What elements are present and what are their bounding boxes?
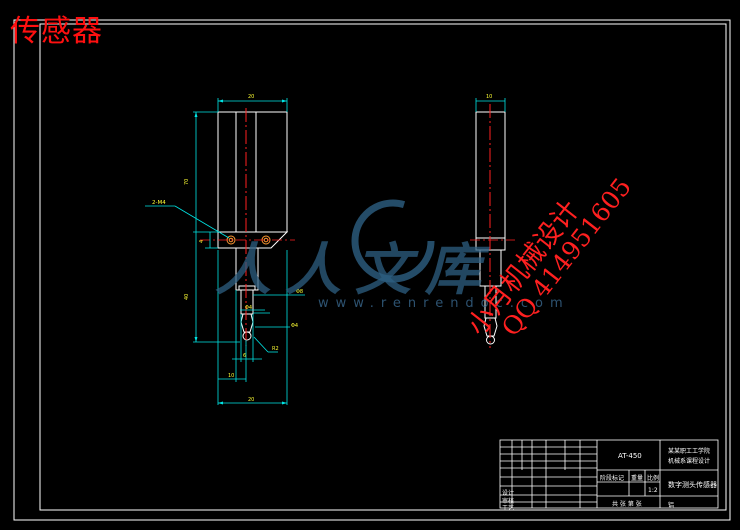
scale-value: 1:2 — [648, 487, 658, 494]
svg-text:40: 40 — [184, 294, 190, 300]
side-dimensions — [475, 98, 506, 112]
svg-text:Φ4: Φ4 — [245, 305, 252, 311]
svg-text:Φ4: Φ4 — [291, 323, 298, 329]
probe-ball — [242, 331, 252, 341]
drawing-code: AT-450 — [618, 452, 642, 460]
label-weight: 重量 — [631, 475, 644, 482]
sheet-count: 共 张 第 张 — [612, 501, 642, 508]
label-stage: 阶段标记 — [600, 475, 625, 482]
dim-arrows — [194, 99, 287, 405]
label-design: 设计 — [502, 490, 515, 497]
material-value: 铝 — [668, 502, 675, 509]
svg-text:R2: R2 — [272, 346, 279, 352]
svg-text:20: 20 — [248, 94, 254, 100]
sensor-body — [217, 111, 288, 233]
svg-text:10: 10 — [486, 94, 492, 100]
svg-text:70: 70 — [184, 179, 190, 185]
corner-title: 传感器 — [10, 14, 103, 49]
watermark-url: www.renrendoc.com — [318, 296, 570, 311]
label-check: 审核 — [502, 498, 515, 505]
inner-frame — [39, 23, 727, 511]
front-dimensions — [145, 98, 305, 405]
watermark-text: 人人文库 — [215, 237, 495, 303]
label-ratio: 比例 — [647, 475, 660, 482]
svg-text:6: 6 — [243, 353, 246, 359]
svg-text:Φ8: Φ8 — [296, 289, 303, 295]
watermark-logo-icon — [351, 199, 435, 283]
title-block-grid — [499, 439, 719, 509]
label-process: 工艺 — [502, 505, 515, 512]
svg-text:20: 20 — [248, 397, 254, 403]
department-name: 机械系课程设计 — [668, 458, 711, 465]
front-dim-values: 20 70 40 4 20 10 6 Φ8 Φ4 Φ4 R2 — [184, 94, 303, 403]
outer-frame — [13, 19, 731, 521]
svg-text:4: 4 — [199, 240, 205, 243]
part-name: 数字测头传感器 — [668, 481, 717, 489]
svg-text:10: 10 — [228, 373, 234, 379]
probe-tip — [240, 313, 254, 333]
callout-label: 2-M4 — [152, 200, 166, 206]
school-name: 某某职工工学院 — [668, 448, 711, 455]
bracket — [217, 231, 289, 249]
